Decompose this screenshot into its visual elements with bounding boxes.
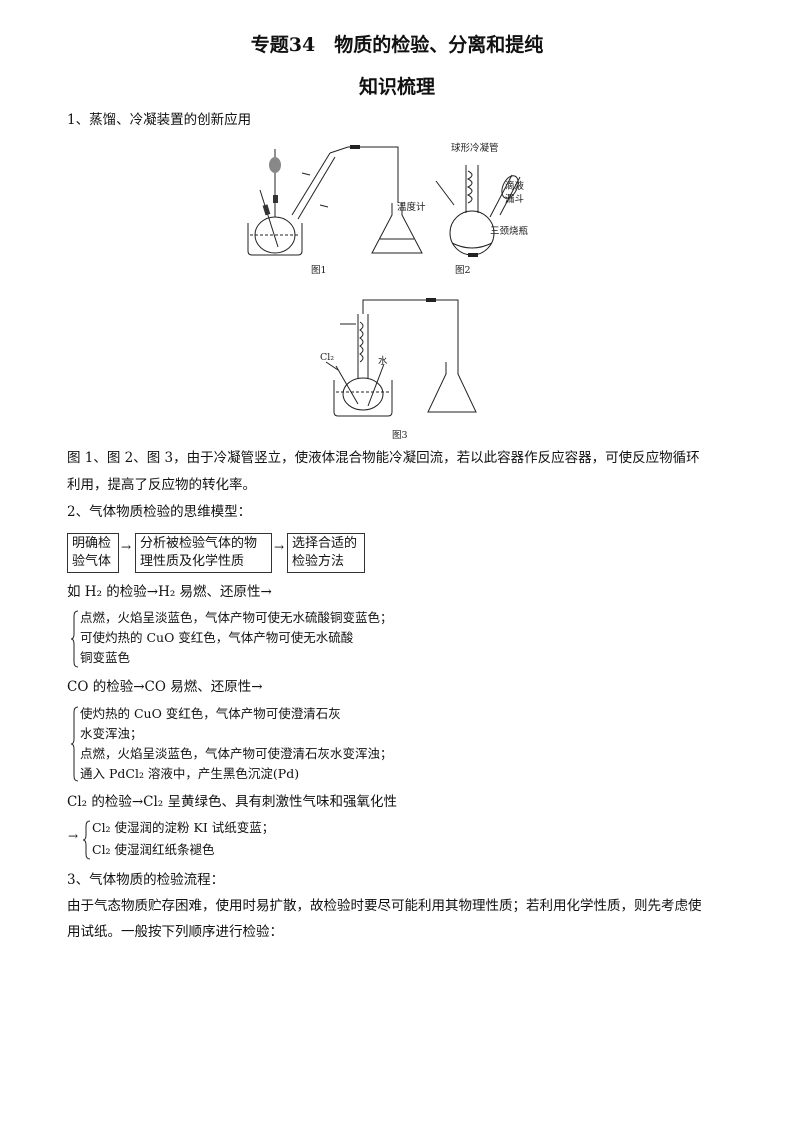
water-label: 水 [378,356,388,367]
flow-box-1-line1: 明确检 [72,536,112,551]
fig1-label: 图1 [311,265,327,276]
flow-arrow-1: → [121,540,132,554]
section3-paragraph-line2: 用试纸。一般按下列顺序进行检验： [67,924,283,940]
flow-box-2-line2: 理性质及化学性质 [140,554,245,569]
fig2-apparatus [435,165,521,257]
flow-box-1: 明确检 验气体 [67,533,119,573]
cl2-test-line: Cl₂ 的检验→Cl₂ 呈黄绿色、具有刺激性气味和强氧化性 [67,794,398,810]
section3-heading: 3、气体物质的检验流程： [67,872,225,888]
h2-test-line: 如 H₂ 的检验→H₂ 易燃、还原性→ [67,584,272,600]
fig1-apparatus [247,145,399,256]
co-brace [70,706,79,782]
h2-item-2: 可使灼热的 CuO 变红色，气体产物可使无水硫酸 [80,630,354,645]
flow-box-3-line1: 选择合适的 [292,536,358,551]
co-item-4: 通入 PdCl₂ 溶液中，产生黑色沉淀(Pd) [80,766,300,781]
flow-box-3: 选择合适的 检验方法 [287,533,365,573]
apparatus-figure-1-2 [247,145,521,257]
page-title: 专题34 物质的检验、分离和提纯 [250,34,544,56]
section3-paragraph-line1: 由于气态物质贮存困难，使用时易扩散，故检验时要尽可能利用其物理性质；若利用化学性… [67,898,702,914]
apparatus-figure-3 [325,298,477,417]
co-item-1: 使灼热的 CuO 变红色，气体产物可使澄清石灰 [80,706,341,721]
flow-box-2-line1: 分析被检验气体的物 [140,536,258,551]
section1-paragraph-line1: 图 1、图 2、图 3，由于冷凝管竖立，使液体混合物能冷凝回流，若以此容器作反应… [67,450,700,466]
funnel-label-2: 漏斗 [505,194,525,205]
co-item-2: 水变浑浊； [80,726,143,741]
funnel-label-1: 滴液 [505,181,525,192]
h2-item-1: 点燃，火焰呈淡蓝色，气体产物可使无水硫酸铜变蓝色； [80,610,393,625]
fig2-label: 图2 [455,265,471,276]
flow-box-2: 分析被检验气体的物 理性质及化学性质 [135,533,272,573]
flask-label: 三颈烧瓶 [490,226,529,237]
page-subtitle: 知识梳理 [358,76,435,98]
co-test-line: CO 的检验→CO 易燃、还原性→ [67,679,263,695]
h2-item-3: 铜变蓝色 [80,650,131,665]
section2-heading: 2、气体物质检验的思维模型： [67,504,252,520]
section1-paragraph-line2: 利用，提高了反应物的转化率。 [67,477,256,493]
co-item-3: 点燃，火焰呈淡蓝色，气体产物可使澄清石灰水变浑浊； [80,746,393,761]
cl2-item-1: Cl₂ 使湿润的淀粉 KI 试纸变蓝； [92,820,275,835]
thermometer-label: 温度计 [397,202,426,213]
h2-brace [70,610,79,668]
cl2-brace [82,820,91,860]
section1-heading: 1、蒸馏、冷凝装置的创新应用 [67,112,252,128]
cl2-item-2: Cl₂ 使湿润红纸条褪色 [92,842,215,857]
flow-box-1-line2: 验气体 [72,554,112,569]
condenser-label: 球形冷凝管 [451,143,499,154]
flow-box-3-line2: 检验方法 [292,554,345,569]
fig3-label: 图3 [392,430,408,441]
cl2-label: Cl₂ [320,352,335,363]
flow-arrow-2: → [274,540,285,554]
cl2-arrow: → [68,829,79,843]
